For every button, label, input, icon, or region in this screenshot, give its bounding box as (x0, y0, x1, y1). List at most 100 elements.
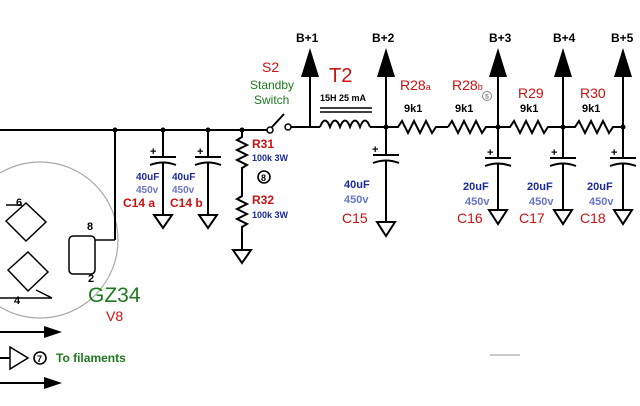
svg-text:+: + (150, 146, 156, 158)
marker-5-label: 5 (485, 94, 489, 101)
choke-t2: T2 15H 25 mA (319, 65, 386, 130)
svg-text:+: + (197, 146, 203, 158)
filaments-label: To filaments (56, 351, 126, 365)
tube-pin8-label: 8 (87, 221, 93, 233)
rail-b5: B+5 (611, 31, 634, 127)
r30-value: 9k1 (582, 103, 600, 115)
c16-ref: C16 (457, 210, 483, 226)
rail-arrow-icon (614, 48, 632, 77)
rail-b3: B+3 (489, 31, 512, 127)
c18-value: 20uF (587, 181, 613, 193)
s2-name-line2: Switch (254, 93, 289, 107)
rail-b1: B+1 (291, 31, 320, 128)
ground-icon (231, 249, 253, 265)
capacitor-c15: + 40uF 450v C15 (342, 127, 400, 238)
tube-pin4-lead (0, 289, 53, 299)
c15-value: 40uF (344, 179, 370, 191)
svg-text:+: + (372, 144, 378, 156)
rail-b5-label: B+5 (611, 31, 634, 45)
c17-voltage: 450v (529, 196, 554, 208)
resistor-r30: R30 9k1 (563, 85, 623, 136)
tube-ref-label: V8 (106, 308, 123, 324)
marker-8-label: 8 (261, 173, 266, 183)
svg-text:+: + (611, 147, 617, 159)
resistor-r28b: R28b 5 9k1 (447, 77, 498, 136)
capacitor-c17: + 20uF 450v C17 (519, 127, 577, 226)
s2-name-line1: Standby (250, 78, 294, 92)
marker-5-icon (482, 91, 492, 101)
marker-7-icon (33, 351, 47, 365)
c18-ref: C18 (580, 210, 606, 226)
resistor-r28a: R28a 9k1 (386, 77, 448, 136)
standby-switch-s2: S2 Standby Switch (250, 59, 294, 134)
r31-ref: R31 (252, 137, 274, 151)
svg-text:+: + (551, 147, 557, 159)
tube-pin2-label: 2 (88, 273, 94, 285)
ground-icon (612, 209, 634, 226)
capacitor-c14a: + 40uF 450v C14 a (123, 130, 177, 230)
c14a-value: 40uF (136, 172, 159, 183)
c14a-voltage: 450v (136, 185, 159, 196)
tube-pin6-label: 6 (16, 197, 22, 209)
r30-ref: R30 (580, 85, 606, 101)
capacitor-c16: + 20uF 450v C16 (457, 127, 512, 226)
rail-b2-label: B+2 (372, 31, 395, 45)
c16-voltage: 450v (465, 196, 490, 208)
filament-arrow-icon (9, 345, 30, 371)
heater-lines: 7 To filaments (0, 326, 520, 389)
c14a-ref: C14 a (123, 196, 155, 210)
rail-arrow-icon (554, 48, 572, 77)
ground-icon (487, 209, 509, 226)
resistor-r29: R29 9k1 (498, 85, 563, 136)
tube-diode-upper (4, 201, 48, 243)
rail-b4: B+4 (553, 31, 576, 127)
tube-envelope (0, 161, 119, 319)
rail-arrow-icon (301, 48, 319, 77)
t2-value: 15H 25 mA (320, 93, 367, 103)
c15-ref: C15 (342, 210, 368, 226)
c14b-voltage: 450v (172, 185, 195, 196)
junction-dots (112, 124, 626, 133)
c18-voltage: 450v (589, 196, 614, 208)
c17-value: 20uF (527, 181, 553, 193)
c14b-value: 40uF (172, 172, 195, 183)
c15-voltage: 450v (344, 194, 369, 206)
rail-b3-label: B+3 (489, 31, 512, 45)
r29-value: 9k1 (520, 103, 538, 115)
rail-arrow-icon (489, 48, 507, 77)
r28a-value: 9k1 (404, 103, 422, 115)
rail-arrow-icon (377, 48, 395, 77)
s2-ref: S2 (262, 59, 279, 75)
c17-ref: C17 (519, 210, 545, 226)
tube-pin4-label: 4 (14, 295, 21, 307)
r31-value: 100k 3W (252, 153, 289, 163)
marker-8-icon (257, 170, 271, 184)
ground-icon (375, 221, 397, 238)
tube-diode-lower (6, 250, 50, 293)
rail-b1-label: B+1 (296, 31, 319, 45)
svg-text:+: + (487, 147, 493, 159)
r28b-value: 9k1 (455, 103, 473, 115)
r28b-ref: R28b (452, 77, 483, 93)
bleeder-r31-r32: R31 100k 3W 8 R32 100k 3W (231, 130, 289, 265)
rail-b4-label: B+4 (553, 31, 576, 45)
tube-type-label: GZ34 (88, 284, 141, 307)
ground-icon (552, 209, 574, 226)
r28a-ref: R28a (400, 77, 431, 93)
capacitor-c18: + 20uF 450v C18 (580, 127, 637, 226)
rectifier-tube-v8: 6 8 2 4 GZ34 V8 (0, 161, 141, 324)
r32-ref: R32 (252, 193, 274, 207)
ground-icon (197, 214, 219, 230)
tube-cathode (68, 235, 96, 275)
c14b-ref: C14 b (170, 196, 203, 210)
ground-icon (152, 214, 174, 230)
r29-ref: R29 (518, 85, 544, 101)
t2-ref: T2 (329, 65, 352, 87)
r32-value: 100k 3W (252, 210, 289, 220)
marker-7-label: 7 (37, 354, 42, 364)
rail-b2: B+2 (372, 31, 395, 127)
capacitor-c14b: + 40uF 450v C14 b (170, 130, 222, 230)
c16-value: 20uF (463, 181, 489, 193)
